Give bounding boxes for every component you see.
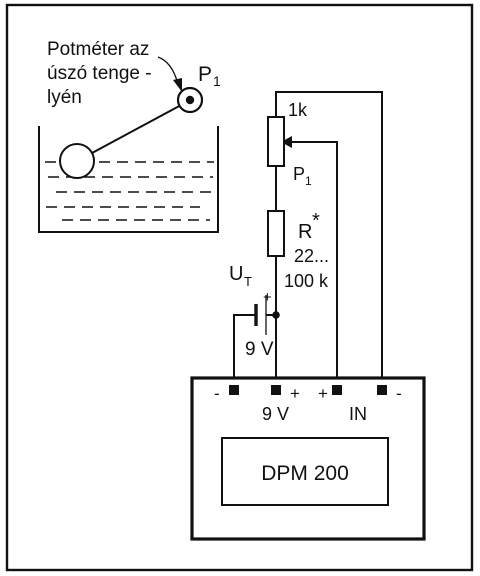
- wiring: [233, 91, 383, 390]
- supply-plus-terminal: [271, 385, 281, 395]
- junction-node: [272, 311, 280, 319]
- potentiometer-p1-body: [267, 116, 285, 167]
- wiper-arrowhead: [281, 136, 292, 148]
- input-plus-terminal: [332, 385, 342, 395]
- battery-label: U: [229, 263, 243, 285]
- resistor-r-body: [267, 210, 285, 257]
- input-minus-sign: -: [396, 384, 402, 403]
- float-pivot-dot: [185, 95, 195, 105]
- potentiometer-label-sub: 1: [305, 174, 312, 188]
- input-minus-terminal: [377, 385, 387, 395]
- resistor-value-line1: 22...: [294, 246, 329, 266]
- float-caption-line2: úszó tenge -: [47, 63, 152, 84]
- meter-name: DPM 200: [261, 462, 349, 485]
- resistor-label: R: [298, 221, 312, 243]
- wire-wiper-to-in-plus: [283, 141, 338, 390]
- supply-label: 9 V: [262, 404, 289, 424]
- supply-plus-sign: +: [290, 384, 300, 403]
- caption-leader-arrowhead: [173, 78, 182, 92]
- meter-display: [221, 437, 389, 506]
- float-ball: [59, 143, 95, 179]
- float-pot-label-sub: 1: [213, 73, 221, 89]
- input-plus-sign: +: [318, 384, 328, 403]
- float-pot-label: P: [198, 63, 212, 86]
- float-arm: [91, 103, 184, 154]
- potentiometer-value: 1k: [288, 100, 308, 120]
- battery-plus-sign: +: [263, 289, 272, 306]
- battery-label-sub: T: [244, 274, 252, 289]
- input-label: IN: [349, 404, 367, 424]
- supply-minus-sign: -: [214, 384, 220, 403]
- float-caption-line1: Potméter az: [47, 39, 149, 60]
- supply-minus-terminal: [229, 385, 239, 395]
- wire-in-minus: [275, 91, 383, 390]
- battery-ut: [254, 295, 267, 335]
- tank-outline: [38, 126, 219, 233]
- wire-battery-minus-to-supply: [233, 314, 255, 390]
- resistor-value-line2: 100 k: [284, 271, 329, 291]
- potentiometer-label: P: [293, 164, 305, 184]
- float-caption-line3: lyén: [47, 87, 82, 108]
- dpm-meter: [190, 376, 426, 541]
- resistor-label-mark: *: [312, 210, 320, 232]
- outer-frame: [5, 3, 474, 572]
- battery-voltage: 9 V: [245, 339, 274, 360]
- tank-with-float: [38, 56, 219, 233]
